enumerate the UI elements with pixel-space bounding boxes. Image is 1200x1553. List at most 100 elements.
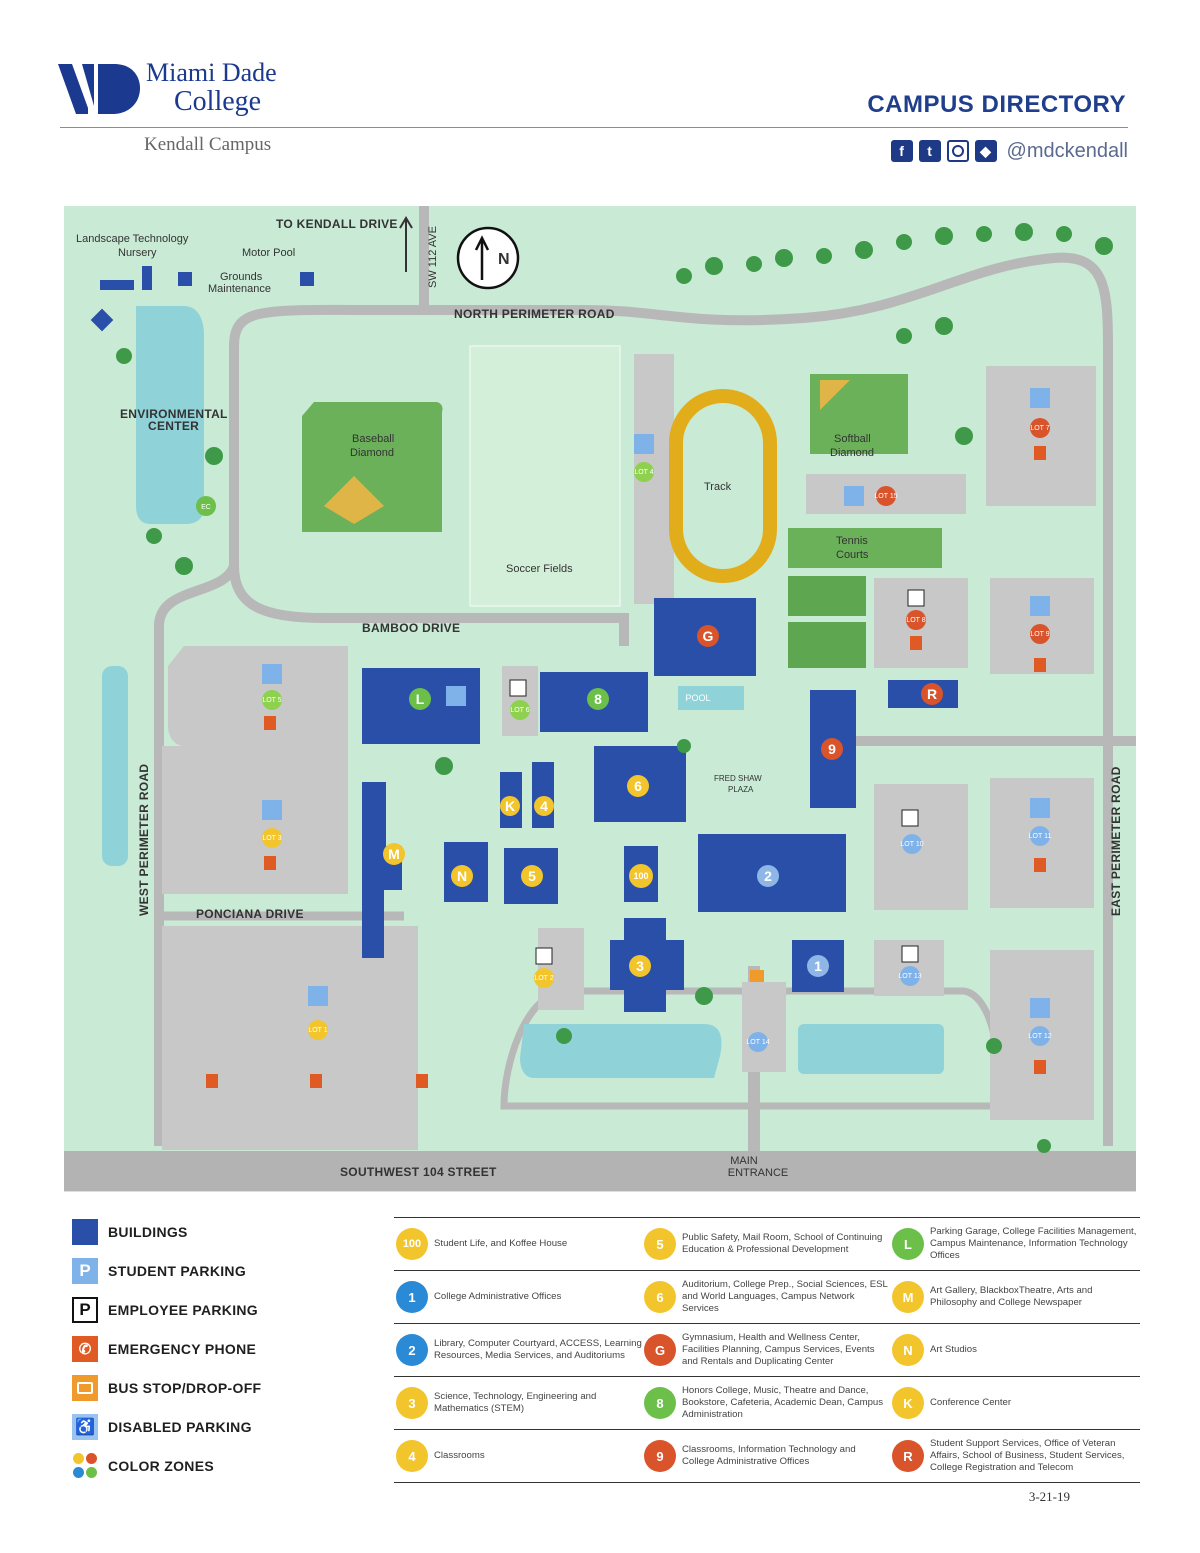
marker-n[interactable] xyxy=(451,865,473,887)
student-parking-icon xyxy=(1030,388,1050,408)
lot-6-badge xyxy=(510,700,530,720)
nursery-building-2 xyxy=(142,266,152,290)
directory-text-3: Science, Technology, Engineering and Mat… xyxy=(434,1391,597,1414)
directory-badge-9: 9 xyxy=(644,1440,676,1472)
marker-9[interactable] xyxy=(821,738,843,760)
marker-4[interactable] xyxy=(534,796,554,816)
marker-5-text: 5 xyxy=(528,868,536,884)
marker-m[interactable] xyxy=(383,843,405,865)
emergency-phone-icon xyxy=(310,1074,322,1088)
directory-text-g: Gymnasium, Health and Wellness Center, F… xyxy=(682,1332,875,1367)
employee-parking-icon xyxy=(535,947,553,965)
parking-signs xyxy=(262,388,1050,1018)
lot-2-badge xyxy=(534,968,554,988)
directory-text-k: Conference Center xyxy=(930,1397,1012,1408)
landscape-nursery-label-2: Nursery xyxy=(118,247,157,259)
legend-student-parking-label: STUDENT PARKING xyxy=(108,1262,247,1279)
marker-4-text: 4 xyxy=(540,798,548,814)
lot-14-area xyxy=(742,982,786,1072)
directory-badge-5: 5 xyxy=(644,1228,676,1260)
emergency-phone-icon xyxy=(206,1074,218,1088)
directory-row: 3 Science, Technology, Engineering and Ma… xyxy=(394,1377,1140,1430)
lot-13-badge xyxy=(900,966,920,986)
court-a xyxy=(788,576,866,616)
marker-8[interactable] xyxy=(587,688,609,710)
marker-100[interactable] xyxy=(629,864,653,888)
marker-l-text: L xyxy=(416,691,425,707)
parking-lots xyxy=(162,354,1096,1150)
baseball-label-1: Baseball xyxy=(352,433,394,445)
snapchat-icon[interactable]: ◆ xyxy=(974,140,997,162)
east-perimeter-road-label: EAST PERIMETER ROAD xyxy=(1109,766,1123,916)
marker-6[interactable] xyxy=(627,775,649,797)
building-m xyxy=(362,782,402,958)
directory-text-100: Student Life, and Koffee House xyxy=(434,1238,568,1249)
campus-map: NORTH PERIMETER ROAD WEST PERIMETER ROAD… xyxy=(64,206,1136,1192)
marker-1-text: 1 xyxy=(814,958,822,974)
marker-l[interactable] xyxy=(409,688,431,710)
soccer-fields xyxy=(469,345,621,607)
legend-employee-parking: P EMPLOYEE PARKING xyxy=(72,1290,372,1329)
marker-100-text: 100 xyxy=(633,871,648,881)
marker-g[interactable] xyxy=(697,625,719,647)
sw104-street-label: SOUTHWEST 104 STREET xyxy=(340,1165,497,1179)
directory-badge-3: 3 xyxy=(396,1387,428,1419)
directory-badge-l: L xyxy=(892,1228,924,1260)
marker-8-text: 8 xyxy=(594,691,602,707)
marker-k[interactable] xyxy=(500,796,520,816)
lot-1-area xyxy=(162,926,418,1150)
facebook-icon[interactable]: f xyxy=(890,140,913,162)
marker-5[interactable] xyxy=(521,865,543,887)
softball-label-1: Softball xyxy=(834,433,871,445)
lot-9-label: LOT 9 xyxy=(1030,631,1049,638)
legend-buildings-label: BUILDINGS xyxy=(108,1223,188,1240)
emergency-phone-icon xyxy=(1034,858,1046,872)
directory-text-l: Parking Garage, College Facilities Manag… xyxy=(930,1226,1137,1261)
legend-buildings: BUILDINGS xyxy=(72,1212,372,1251)
pool-label: POOL xyxy=(685,693,710,703)
directory-text-9: Classrooms, Information Technology and C… xyxy=(682,1444,856,1467)
legend-student-parking: P STUDENT PARKING xyxy=(72,1251,372,1290)
student-parking-icon xyxy=(446,686,466,706)
lot-3-badge xyxy=(262,828,282,848)
twitter-icon[interactable]: t xyxy=(918,140,941,162)
logo-text-line2: College xyxy=(174,86,262,117)
instagram-icon[interactable] xyxy=(946,140,969,162)
social-handle[interactable]: @mdckendall xyxy=(1006,139,1128,162)
softball-label-2: Diamond xyxy=(830,447,874,459)
lot-badges: LOT 1 LOT 2 LOT 3 LOT 4 LOT 5 LOT 6 LOT … xyxy=(262,418,1052,1052)
emergency-phone-icon xyxy=(1034,446,1046,460)
marker-r-text: R xyxy=(927,686,937,702)
marker-3-text: 3 xyxy=(636,958,644,974)
legend-bus-stop: BUS STOP/DROP-OFF xyxy=(72,1368,372,1407)
marker-2[interactable] xyxy=(757,865,779,887)
lot-5-badge xyxy=(262,690,282,710)
lot-12-label: LOT 12 xyxy=(1028,1033,1051,1040)
directory-text-1: College Administrative Offices xyxy=(434,1291,562,1302)
north-arrow-road-icon xyxy=(399,216,413,272)
marker-3[interactable] xyxy=(629,955,651,977)
lot-10-label: LOT 10 xyxy=(900,841,923,848)
to-kendall-drive-label: TO KENDALL DRIVE xyxy=(276,217,398,231)
lot-7-badge xyxy=(1030,418,1050,438)
emergency-phone-icon xyxy=(1034,658,1046,672)
marker-r[interactable] xyxy=(921,683,943,705)
lot-8-label: LOT 8 xyxy=(906,617,925,624)
directory-text-m: Art Gallery, BlackboxTheatre, Arts and P… xyxy=(930,1285,1093,1308)
plaza-label-2: PLAZA xyxy=(728,785,754,794)
emergency-phone-icon xyxy=(910,636,922,650)
lot-12-badge xyxy=(1030,1026,1050,1046)
page-title: CAMPUS DIRECTORY xyxy=(867,91,1126,118)
marker-1[interactable] xyxy=(807,955,829,977)
compass-arrow-icon xyxy=(474,235,490,280)
directory-badge-k: K xyxy=(892,1387,924,1419)
logo-mark-icon xyxy=(58,64,140,114)
emergency-phones xyxy=(206,446,1046,1088)
directory-text-n: Art Studios xyxy=(930,1344,977,1355)
revision-date: 3-21-19 xyxy=(1028,1489,1070,1504)
